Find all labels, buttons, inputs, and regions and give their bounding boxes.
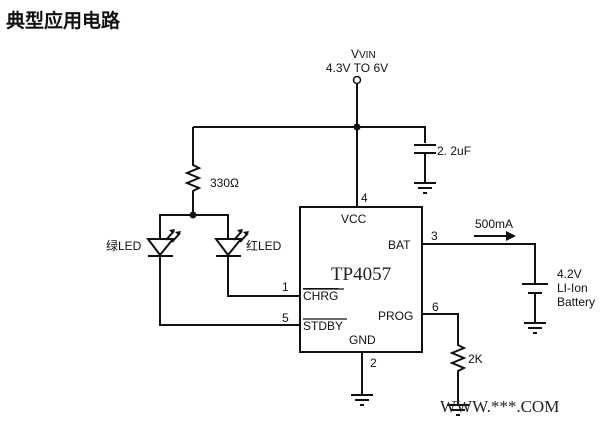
pin-vcc: VCC: [341, 212, 367, 226]
green-led: [146, 229, 181, 257]
chrg-wire: [227, 256, 300, 297]
page-title: 典型应用电路: [6, 10, 121, 32]
resistor-2k: [422, 313, 469, 416]
capacitor: [414, 144, 436, 194]
bat-wire: [422, 243, 536, 284]
red-led-label: 红LED: [246, 238, 282, 253]
pin-num-1: 1: [282, 280, 289, 294]
pin-gnd: GND: [349, 333, 376, 347]
resistor-330-label: 330Ω: [210, 176, 239, 190]
chip-name: TP4057: [331, 264, 391, 285]
overline: [303, 288, 347, 320]
stdby-wire: [159, 256, 300, 326]
pin-chrg: CHRG: [303, 289, 338, 303]
battery-label: Battery: [557, 295, 595, 309]
pin-stdby: STDBY: [303, 319, 343, 333]
watermark: WWW.***.COM: [440, 397, 559, 416]
vin-range: 4.3V TO 6V: [326, 61, 388, 75]
pin-num-6: 6: [432, 300, 439, 314]
pin-bat: BAT: [388, 238, 411, 252]
current-label: 500mA: [475, 217, 513, 231]
battery-symbol: [522, 283, 548, 334]
battery-type: LI-Ion: [557, 281, 588, 295]
ground-symbol: [351, 352, 373, 406]
vin-label: VVIN: [351, 47, 376, 61]
battery-voltage: 4.2V: [557, 267, 582, 281]
capacitor-label: 2. 2uF: [437, 144, 471, 158]
pin-num-5: 5: [282, 311, 289, 325]
rail-wire: [193, 126, 426, 143]
pin-prog: PROG: [378, 309, 413, 323]
led-wire: [159, 214, 229, 238]
red-led: [214, 229, 249, 257]
junction-dot: [353, 123, 361, 131]
pin-num-3: 3: [431, 229, 438, 243]
vin-terminal: [352, 75, 362, 85]
pin-num-4: 4: [361, 191, 368, 205]
resistor-330: [184, 127, 202, 214]
green-led-label: 绿LED: [106, 238, 142, 253]
resistor-2k-label: 2K: [468, 352, 483, 366]
arrow-head-icon: [506, 231, 516, 241]
pin-num-2: 2: [370, 356, 377, 370]
